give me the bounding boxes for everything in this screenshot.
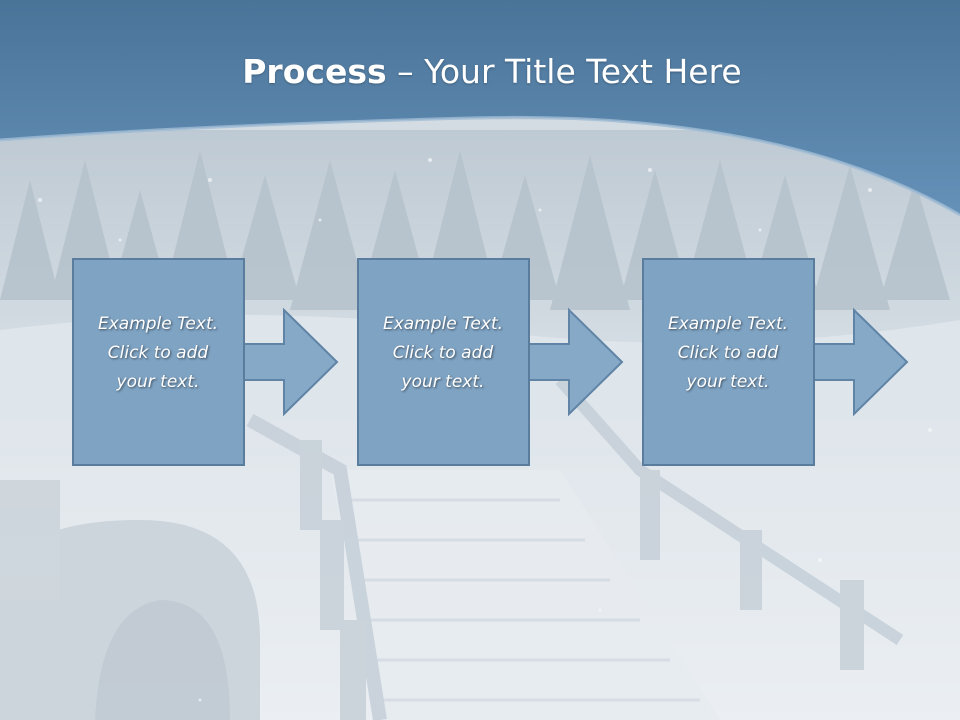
step-text-line-3: your text. bbox=[401, 372, 485, 392]
title-rest: – Your Title Text Here bbox=[386, 52, 742, 91]
process-step-shape bbox=[357, 258, 624, 466]
step-text[interactable]: Example Text. Click to add your text. bbox=[642, 310, 814, 397]
step-box bbox=[72, 258, 245, 466]
process-step-1[interactable]: Example Text. Click to add your text. bbox=[72, 258, 339, 466]
step-text[interactable]: Example Text. Click to add your text. bbox=[357, 310, 529, 397]
step-text-line-2: Click to add bbox=[107, 343, 209, 363]
right-arrow-icon bbox=[243, 307, 339, 417]
slide-title[interactable]: Process – Your Title Text Here bbox=[0, 52, 960, 91]
step-text-line-3: your text. bbox=[686, 372, 770, 392]
bridge bbox=[0, 376, 904, 720]
step-text[interactable]: Example Text. Click to add your text. bbox=[72, 310, 244, 397]
process-step-shape bbox=[72, 258, 339, 466]
right-arrow-icon bbox=[528, 307, 624, 417]
step-text-line-3: your text. bbox=[116, 372, 200, 392]
step-text-line-1: Example Text. bbox=[382, 314, 504, 334]
process-step-2[interactable]: Example Text. Click to add your text. bbox=[357, 258, 624, 466]
step-text-line-2: Click to add bbox=[677, 343, 779, 363]
right-arrow-icon bbox=[813, 307, 909, 417]
step-box bbox=[357, 258, 530, 466]
process-step-shape bbox=[642, 258, 909, 466]
title-bold: Process bbox=[242, 52, 387, 91]
step-text-line-1: Example Text. bbox=[667, 314, 789, 334]
step-box bbox=[642, 258, 815, 466]
step-text-line-1: Example Text. bbox=[97, 314, 219, 334]
step-text-line-2: Click to add bbox=[392, 343, 494, 363]
header-band bbox=[0, 0, 960, 215]
process-step-3[interactable]: Example Text. Click to add your text. bbox=[642, 258, 909, 466]
